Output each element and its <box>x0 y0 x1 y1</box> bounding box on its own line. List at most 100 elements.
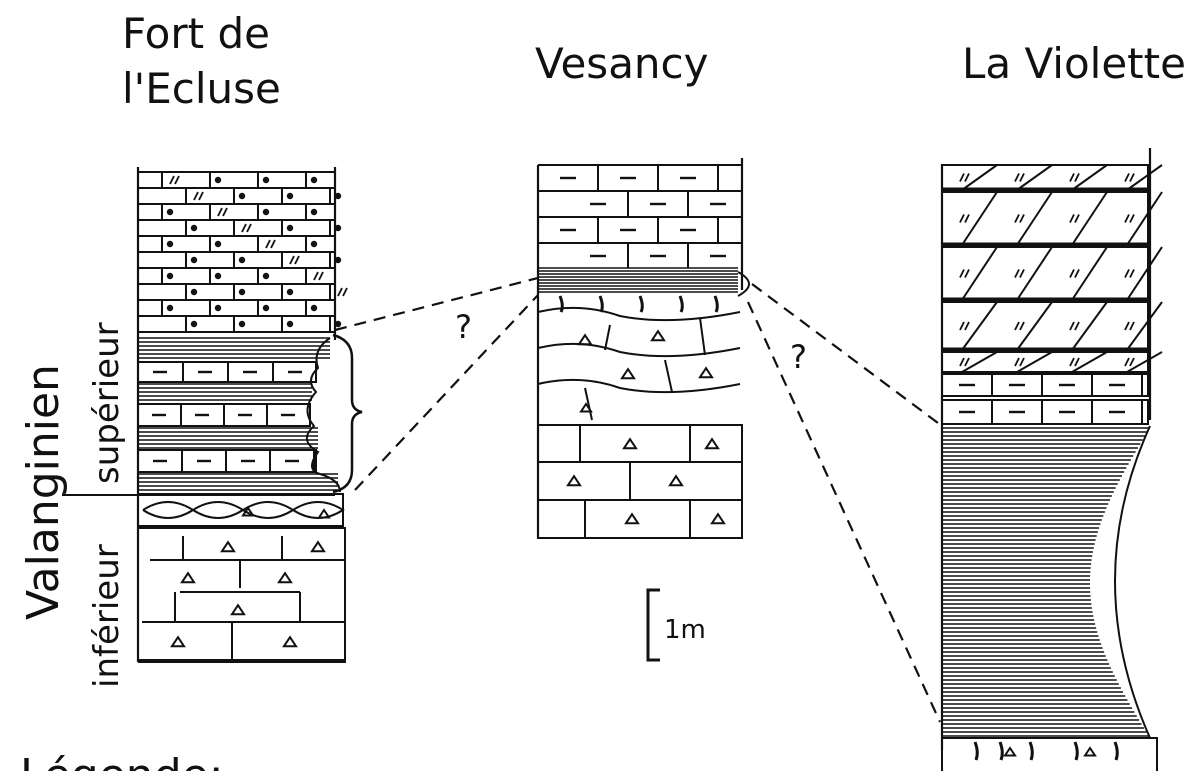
oolite-mark <box>310 208 318 216</box>
fort-nodular-bed <box>137 493 345 527</box>
bed-line <box>1071 301 1108 351</box>
oolite-mark <box>262 176 270 184</box>
fort-lower-limestone <box>138 527 346 663</box>
bed-line <box>337 287 343 297</box>
drip-mark <box>558 295 564 313</box>
bed-line <box>1019 357 1025 367</box>
bed-line <box>169 175 175 185</box>
drip-mark <box>973 741 979 761</box>
clast-mark <box>698 366 714 379</box>
nodule-mark <box>292 501 345 519</box>
correlation-line <box>334 276 539 332</box>
clast-mark <box>1083 746 1097 757</box>
fort-bracket <box>332 333 363 494</box>
upper-label: supérieur <box>87 322 127 484</box>
lower-label: inférieur <box>87 544 127 688</box>
bed-line <box>1124 173 1130 182</box>
bed-line <box>959 269 965 278</box>
bed-line <box>604 324 611 351</box>
bed-line <box>1129 173 1135 182</box>
bed-line <box>1071 351 1108 373</box>
drip-mark <box>713 295 719 313</box>
oolite-mark <box>214 272 222 280</box>
bed-outline <box>537 424 743 539</box>
fort-column <box>136 167 348 663</box>
profile-edge <box>306 337 341 493</box>
wavy-bed <box>537 378 741 394</box>
bed-line <box>193 191 199 201</box>
bed-line <box>964 269 970 278</box>
bed-outline <box>941 164 1149 191</box>
clast-mark <box>282 635 298 648</box>
bed-line <box>959 214 965 223</box>
bed-line <box>1016 191 1053 246</box>
oolite-mark <box>166 304 174 312</box>
bed-line <box>1129 321 1135 331</box>
bed-outline <box>941 399 1149 425</box>
clast-mark <box>1003 746 1017 757</box>
bed-line <box>1019 214 1025 223</box>
bed-line <box>1126 164 1163 191</box>
drip-mark <box>998 741 1004 761</box>
bed-line <box>270 239 276 249</box>
violette-title: La Violette <box>962 39 1186 88</box>
drip-mark <box>1073 741 1079 761</box>
scale-label: 1m <box>664 615 706 645</box>
bed-line <box>699 317 706 356</box>
oolite-mark <box>262 208 270 216</box>
bed-line <box>1014 173 1020 182</box>
bed-line <box>1019 321 1025 331</box>
profile-edge <box>1114 425 1151 739</box>
clast-mark <box>704 437 720 450</box>
bed-line <box>342 287 348 297</box>
clast-mark <box>620 367 636 380</box>
bed-line <box>1014 321 1020 331</box>
oolite-mark <box>334 192 342 200</box>
bed-line <box>1069 357 1075 367</box>
bed-line <box>964 214 970 223</box>
oolite-mark <box>238 256 246 264</box>
correlation-line <box>751 283 943 427</box>
drip-mark <box>678 295 684 313</box>
bed-line <box>1069 214 1075 223</box>
oolite-mark <box>166 240 174 248</box>
bed-line <box>241 223 247 233</box>
bed-outline <box>138 527 346 663</box>
bed-line <box>294 255 300 265</box>
profile-edge <box>737 271 750 297</box>
oolite-mark <box>262 304 270 312</box>
oolite-mark <box>190 288 198 296</box>
oolite-mark <box>238 288 246 296</box>
bed-outline <box>941 301 1149 351</box>
clast-mark <box>668 474 684 487</box>
oolite-mark <box>334 224 342 232</box>
bed-line <box>1126 351 1163 373</box>
oolite-mark <box>214 240 222 248</box>
bed-line <box>174 175 180 185</box>
clast-mark <box>710 512 726 525</box>
clast-mark <box>241 506 255 517</box>
fort-title-line1: Fort de <box>122 9 270 58</box>
bed-line <box>1129 357 1135 367</box>
bed-line <box>1014 214 1020 223</box>
bed-line <box>961 351 998 373</box>
clast-mark <box>317 508 331 519</box>
bed-line <box>1129 269 1135 278</box>
clast-mark <box>624 512 640 525</box>
nodule-mark <box>142 501 195 519</box>
oolite-mark <box>190 256 198 264</box>
clast-mark <box>566 474 582 487</box>
bed-line <box>1071 246 1108 301</box>
bed-line <box>1071 164 1108 191</box>
clast-mark <box>170 635 186 648</box>
oolite-mark <box>286 288 294 296</box>
drip-mark <box>1113 741 1119 761</box>
bed-line <box>664 359 673 393</box>
clast-mark <box>579 402 593 413</box>
drip-mark <box>1028 741 1034 761</box>
bed-line <box>1074 357 1080 367</box>
bed-line <box>198 191 204 201</box>
oolite-mark <box>286 192 294 200</box>
wavy-bed <box>537 306 741 322</box>
question-mark-right: ? <box>790 338 807 376</box>
